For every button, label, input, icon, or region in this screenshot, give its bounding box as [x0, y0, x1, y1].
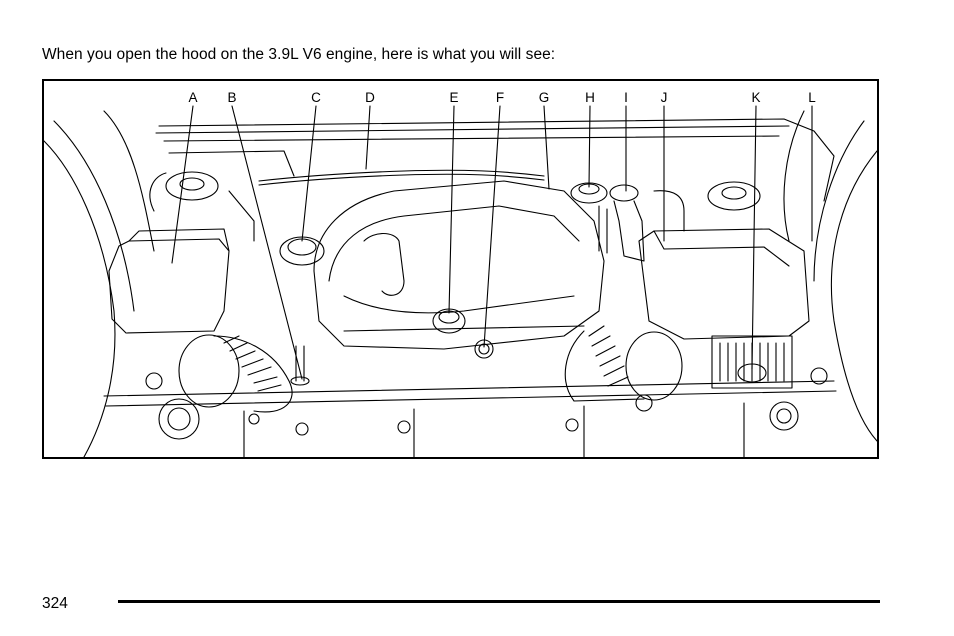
callout-label: G — [538, 90, 550, 105]
callout-label: J — [660, 90, 668, 105]
callout-label: C — [311, 90, 321, 105]
intro-text: When you open the hood on the 3.9L V6 en… — [42, 46, 556, 63]
callout-label: F — [495, 90, 505, 105]
callout-label: A — [188, 90, 198, 105]
engine-illustration — [44, 105, 877, 457]
callout-label: K — [751, 90, 761, 105]
callout-label: D — [365, 90, 375, 105]
callout-label: E — [449, 90, 459, 105]
footer-rule — [118, 600, 880, 603]
engine-compartment-diagram: A B C D E F G H I J K L — [42, 79, 879, 459]
callout-label: H — [585, 90, 595, 105]
callout-label: L — [808, 90, 816, 105]
callout-label: B — [227, 90, 237, 105]
page-number: 324 — [42, 595, 68, 612]
callout-label: I — [624, 90, 628, 105]
